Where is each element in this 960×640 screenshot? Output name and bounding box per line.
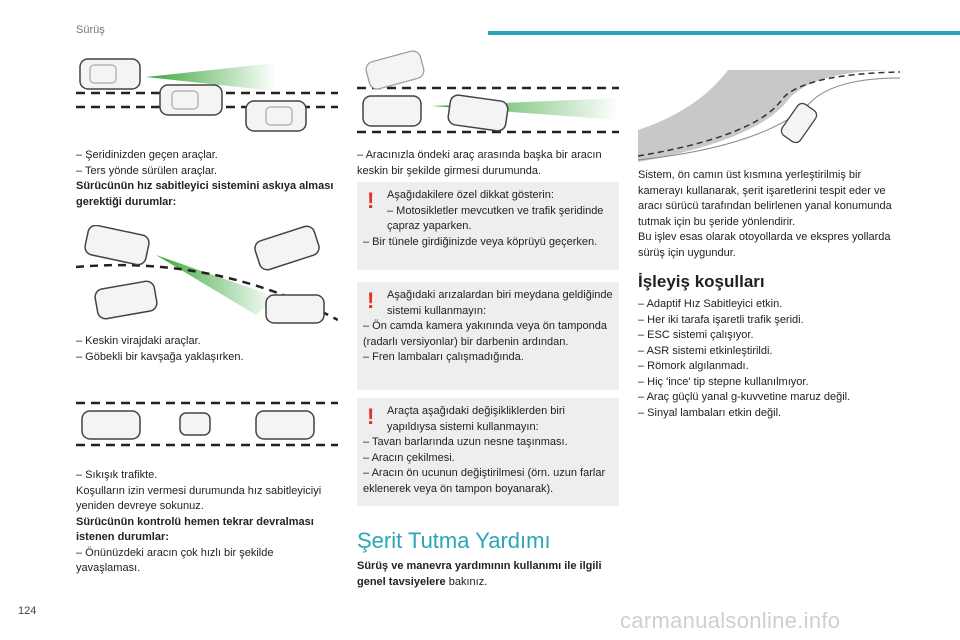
text-block-4: – Aracınızla öndeki araç arasında başka … xyxy=(357,148,619,179)
text-block-3: – Sıkışık trafikte. Koşulların izin verm… xyxy=(76,468,338,577)
warning-icon: ! xyxy=(367,288,375,313)
paragraph: Sistem, ön camın üst kısmına yerleştiril… xyxy=(638,169,892,228)
note-lead: Aşağıdakilere özel dikkat gösterin: xyxy=(387,189,554,201)
list-item: – Adaptif Hız Sabitleyici etkin. xyxy=(638,298,783,310)
list-item: – Aracınızla öndeki araç arasında başka … xyxy=(357,149,602,177)
paragraph: Koşulların izin vermesi durumunda hız sa… xyxy=(76,484,322,513)
note-line: – Motosikletler mevcutken ve trafik şeri… xyxy=(387,204,604,233)
figure-lane-keeping xyxy=(638,70,900,162)
list-item: – Sıkışık trafikte. xyxy=(76,469,158,481)
list-item: – Ters yönde sürülen araçlar. xyxy=(76,164,218,177)
section-title: Şerit Tutma Yardımı xyxy=(357,528,551,553)
warning-note-1: ! Aşağıdakilere özel dikkat gösterin: – … xyxy=(357,182,619,270)
list-item: – Her iki tarafa işaretli trafik şeridi. xyxy=(638,313,804,326)
header-accent-bar xyxy=(488,31,960,35)
list-item: – Önünüzdeki aracın çok hızlı bir şekild… xyxy=(76,546,274,575)
note-lead: Araçta aşağıdaki değişikliklerden biri y… xyxy=(387,405,565,433)
note-line: – Aracın ön ucunun değiştirilmesi (örn. … xyxy=(363,467,606,495)
watermark: carmanualsonline.info xyxy=(620,608,841,633)
warning-note-3: ! Araçta aşağıdaki değişikliklerden biri… xyxy=(357,398,619,506)
reference-paragraph: Sürüş ve manevra yardımının kullanımı il… xyxy=(357,559,619,590)
figure-oncoming-traffic xyxy=(76,58,338,132)
reference-bold: Sürüş ve manevra yardımının kullanımı il… xyxy=(357,560,602,588)
bold-heading: Sürücünün kontrolü hemen tekrar devralma… xyxy=(76,515,314,544)
list-item: – Römork algılanmadı. xyxy=(638,360,749,372)
paragraph: Bu işlev esas olarak otoyollarda ve eksp… xyxy=(638,231,891,259)
note-line: – Tavan barlarında uzun nesne taşınması. xyxy=(363,436,568,448)
figure-sharp-bend xyxy=(76,225,338,324)
bold-heading: Sürücünün hız sabitleyici sistemini askı… xyxy=(76,180,334,208)
list-item: – Hiç 'ince' tip stepne kullanılmıyor. xyxy=(638,375,809,388)
note-line: – Ön camda kamera yakınında veya ön tamp… xyxy=(363,320,607,348)
list-item: – ASR sistemi etkinleştirildi. xyxy=(638,344,773,357)
list-item: – ESC sistemi çalışıyor. xyxy=(638,329,754,341)
note-line: – Fren lambaları çalışmadığında. xyxy=(363,351,524,363)
text-block-1: – Şeridinizden geçen araçlar. – Ters yön… xyxy=(76,148,338,210)
note-lead: Aşağıdaki arızalardan biri meydana geldi… xyxy=(387,289,613,317)
list-item: – Şeridinizden geçen araçlar. xyxy=(76,149,218,161)
list-item: – Araç güçlü yanal g-kuvvetine maruz değ… xyxy=(638,391,851,403)
warning-icon: ! xyxy=(367,404,375,429)
running-header: Sürüş xyxy=(76,24,105,36)
figure-traffic-jam xyxy=(76,401,338,447)
reference-rest: bakınız. xyxy=(445,575,488,588)
text-block-5: Sistem, ön camın üst kısmına yerleştiril… xyxy=(638,168,900,261)
note-line: – Aracın çekilmesi. xyxy=(363,451,455,464)
warning-icon: ! xyxy=(367,188,375,213)
page-number: 124 xyxy=(18,605,37,617)
text-block-2: – Keskin virajdaki araçlar. – Göbekli bi… xyxy=(76,334,338,365)
subsection-title: İşleyiş koşulları xyxy=(638,272,765,291)
figure-cut-in-vehicle xyxy=(357,50,619,134)
list-item: – Göbekli bir kavşağa yaklaşırken. xyxy=(76,350,244,363)
warning-note-2: ! Aşağıdaki arızalardan biri meydana gel… xyxy=(357,282,619,390)
list-item: – Sinyal lambaları etkin değil. xyxy=(638,406,782,419)
conditions-list: – Adaptif Hız Sabitleyici etkin. – Her i… xyxy=(638,297,900,421)
note-line: – Bir tünele girdiğinizde veya köprüyü g… xyxy=(363,235,598,248)
list-item: – Keskin virajdaki araçlar. xyxy=(76,335,201,347)
